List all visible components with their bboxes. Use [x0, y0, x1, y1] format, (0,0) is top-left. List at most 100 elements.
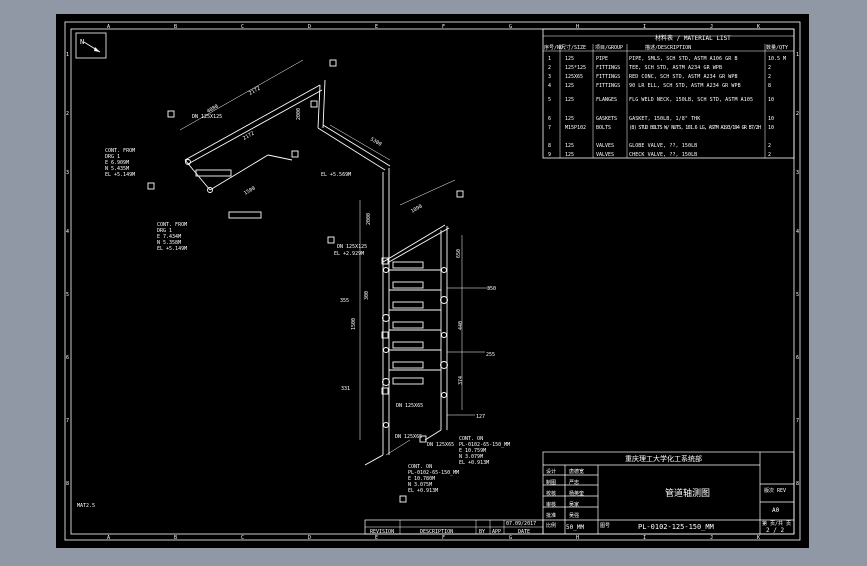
material-list-cell: 1 [548, 56, 551, 62]
revision-block: REVISION DESCRIPTION BY APP 07.09/2017 D… [364, 519, 544, 535]
grid-row-label: 7 [796, 418, 799, 424]
grid-row-label: 6 [66, 355, 69, 361]
material-list-cell: PIPE [596, 56, 608, 62]
dim-15: 331 [341, 386, 350, 392]
material-list-cell: 90 LR ELL, SCH STD, ASTM A234 GR WPB [629, 83, 741, 89]
revision-header: REVISION [370, 529, 394, 535]
dim-2: 2172 [248, 86, 261, 97]
elevation-label-1: EL +5.569M [321, 172, 351, 178]
material-list-rows: 1 125 PIPE PIPE, SMLS, SCH STD, ASTM A106 G… [548, 56, 786, 158]
grid-col-label: I [643, 24, 646, 30]
material-list-cell: M15P102 [565, 125, 586, 131]
material-list-cell: FLG WELD NECK, 150LB, SCH STD, ASTM A105 [629, 97, 753, 103]
note-line: CONT. FROM [157, 222, 187, 228]
dim-12: 350 [487, 286, 496, 292]
material-list-cell: FITTINGS [596, 74, 620, 80]
drawing-number: PL-0102-125-150_MM [638, 523, 714, 531]
material-list-cell: 10 [768, 116, 774, 122]
material-list-cell: GASKET, 150LB, 1/8" THK [629, 116, 700, 122]
material-list-cell: BOLTS [596, 125, 611, 131]
note-line: DRG 1 [105, 154, 120, 160]
dim-17: 374 [458, 376, 464, 385]
material-list-cell: (8) STUD BOLTS W/ NUTS, 101.6 LG, ASTM A… [629, 125, 761, 131]
material-list-cell: CHECK VALVE, ??, 150LB [629, 152, 697, 158]
role-name: 唐德宽 [569, 468, 584, 475]
material-list-cell: 10.5 M [768, 56, 786, 62]
drawing-title: 管道轴测图 [665, 487, 710, 499]
dn-label-3: DN 125X65 [396, 403, 423, 409]
material-list-cell: 7 [548, 125, 551, 131]
material-list-cell: GLOBE VALVE, ??, 150LB [629, 143, 697, 149]
title-block-text: 重庆理工大学化工系统部 管道轴测图 设计唐德宽制图严忠校核杨英奎审核吴家批准吴强… [546, 454, 791, 534]
grid-col-label: D [308, 535, 311, 541]
material-list-cell: GASKETS [596, 116, 617, 122]
note-line: E 6.909M [105, 160, 129, 166]
note-line: E 7.434M [157, 234, 181, 240]
material-list-cell: 2 [548, 65, 551, 71]
grid-col-label: K [757, 535, 760, 541]
grid-row-label: 5 [66, 292, 69, 298]
role-label: 审核 [546, 501, 556, 508]
north-label: N [80, 38, 84, 46]
role-label: 制图 [546, 479, 556, 486]
role-name: 杨英奎 [569, 490, 584, 497]
note-line: CONT. ON [408, 464, 432, 470]
app-header: APP [492, 529, 501, 535]
note-line: CONT. ON [459, 436, 483, 442]
title-block-roles: 设计唐德宽制图严忠校核杨英奎审核吴家批准吴强 [546, 468, 584, 519]
dim-9: 1500 [351, 318, 357, 330]
outer-frame [64, 21, 801, 541]
grid-row-label: 3 [66, 170, 69, 176]
scale-label: 比例 [546, 522, 556, 529]
sheet-label: 版次 REV [764, 487, 786, 494]
note-line: N 3.079M [459, 454, 483, 460]
material-list-cell: 2 [768, 152, 771, 158]
material-list-cell: FITTINGS [596, 83, 620, 89]
grid-col-label: G [509, 24, 512, 30]
grid-row-label: 6 [796, 355, 799, 361]
material-list-header: 数量/QTY [766, 44, 788, 51]
dim-13: 355 [340, 298, 349, 304]
grid-row-label: 5 [796, 292, 799, 298]
note-line: N 5.435M [105, 166, 129, 172]
dn-label-5: DN 125X65 [395, 434, 422, 440]
company-name: 重庆理工大学化工系统部 [625, 454, 702, 463]
note-line: E 10.780M [408, 476, 435, 482]
page-value: 2 / 2 [766, 527, 784, 534]
role-label: 批准 [546, 512, 556, 519]
grid-col-label: A [107, 535, 110, 541]
dim-14: 127 [476, 414, 485, 420]
note-line: CONT. FROM [105, 148, 135, 154]
material-list-cell: 5 [548, 97, 551, 103]
grid-row-label: 4 [66, 229, 69, 235]
dim-1: 4080 [206, 104, 219, 115]
material-list-cell: 2 [768, 143, 771, 149]
material-list-cell: 10 [768, 125, 774, 131]
north-arrow: N [75, 32, 107, 59]
grid-col-label: G [509, 535, 512, 541]
dim-4: 2000 [296, 108, 302, 120]
material-list-cell: PIPE, SMLS, SCH STD, ASTM A106 GR B [629, 56, 738, 62]
material-list-cell: FITTINGS [596, 65, 620, 71]
note-line: EL +5.149M [157, 246, 187, 252]
note-line: DRG 1 [157, 228, 172, 234]
note-line: EL +0.913M [459, 460, 489, 466]
material-list-cell: 125 [565, 83, 574, 89]
material-list-header: 序号/NO. [544, 44, 566, 51]
note-line: EL +0.913M [408, 488, 438, 494]
dim-16: 255 [486, 352, 495, 358]
grid-row-label: 8 [796, 481, 799, 487]
material-list-cell: 2 [768, 74, 771, 80]
scale-value: 50_MM [566, 524, 584, 531]
date-value: 07.09/2017 [506, 521, 536, 527]
grid-row-label: 8 [66, 481, 69, 487]
material-list-cell: 4 [548, 83, 551, 89]
date-header: DATE [518, 529, 530, 535]
material-list-cell: 125X65 [565, 74, 583, 80]
